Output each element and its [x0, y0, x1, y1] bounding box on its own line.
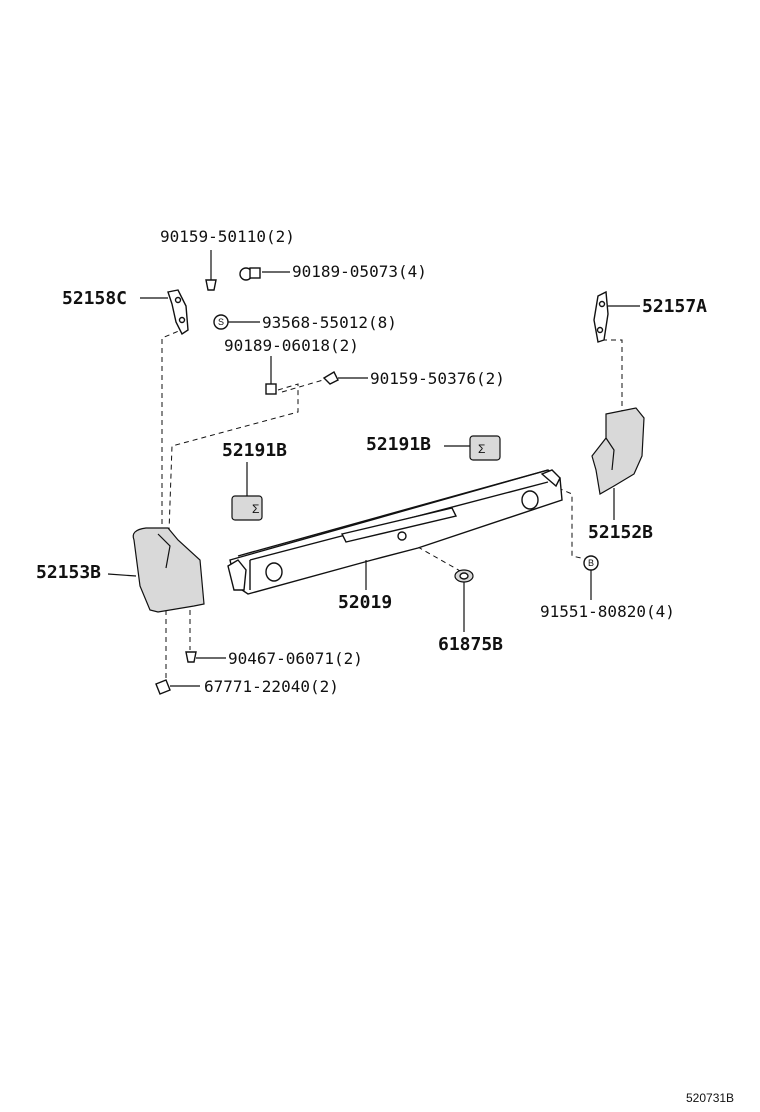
label-90159-50110: 90159-50110(2) [160, 227, 295, 246]
svg-text:Σ: Σ [252, 502, 259, 516]
label-90467-06071: 90467-06071(2) [228, 649, 363, 668]
bracket-52158C [167, 289, 189, 336]
svg-text:Σ: Σ [478, 442, 485, 456]
bumper-reinforcement-52019 [227, 469, 563, 595]
label-90189-05073: 90189-05073(4) [292, 262, 427, 281]
grommet-61875B [454, 569, 474, 583]
bumper-end-left-52153B [132, 527, 205, 613]
label-52019: 52019 [338, 592, 392, 613]
washer-91551-80820: B [583, 555, 599, 571]
label-52191B-right: 52191B [366, 434, 431, 455]
label-52158C: 52158C [62, 288, 127, 309]
diagram-code: 520731B [686, 1091, 734, 1105]
label-61875B: 61875B [438, 634, 503, 655]
label-90189-06018: 90189-06018(2) [224, 336, 359, 355]
bolt-90159-50110 [205, 250, 217, 291]
label-93568-55012: 93568-55012(8) [262, 313, 397, 332]
bracket-52157A [593, 290, 609, 343]
label-52157A: 52157A [642, 296, 707, 317]
label-90159-50376: 90159-50376(2) [370, 369, 505, 388]
pad-52191B-right: Σ [469, 435, 501, 461]
label-52152B: 52152B [588, 522, 653, 543]
nut-90189-06018 [265, 383, 277, 395]
leader-lines [107, 271, 640, 687]
label-52191B-left: 52191B [222, 440, 287, 461]
label-67771-22040: 67771-22040(2) [204, 677, 339, 696]
label-52153B: 52153B [36, 562, 101, 583]
bumper-end-right-52152B [591, 407, 645, 495]
label-91551-80820: 91551-80820(4) [540, 602, 675, 621]
symbol-b: B [588, 558, 594, 568]
clip-93568-55012: S [213, 314, 229, 330]
screw-90467-06071 [185, 651, 197, 663]
nut-90189-05073 [239, 267, 261, 281]
pad-52191B-left: Σ [231, 495, 263, 521]
part-labels: 90159-50110(2) 90189-05073(4) 52158C 935… [36, 227, 734, 1105]
symbol-s: S [218, 317, 224, 327]
screw-67771-22040 [155, 679, 171, 695]
screw-90159-50376 [322, 371, 339, 385]
